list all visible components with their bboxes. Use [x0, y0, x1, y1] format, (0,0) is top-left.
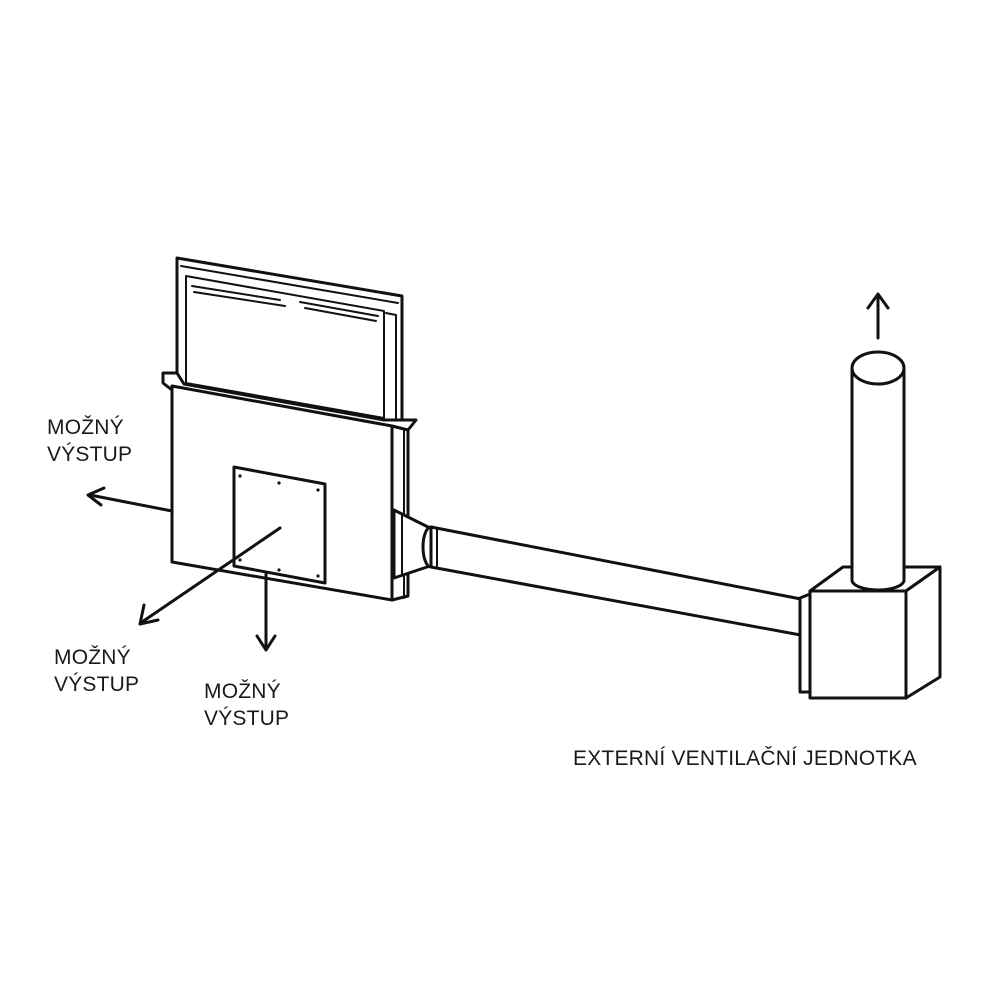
bottom-outlet-arrow — [255, 570, 277, 652]
bottom-left-outlet-label: MOŽNÝ VÝSTUP — [54, 644, 139, 698]
diagonal-outlet-arrow — [138, 526, 282, 626]
left-outlet-label-line1: MOŽNÝ — [47, 416, 124, 439]
chimney-pipe — [850, 350, 906, 592]
bottom-outlet-label: MOŽNÝ VÝSTUP — [204, 678, 289, 732]
left-outlet-label: MOŽNÝ VÝSTUP — [47, 414, 132, 468]
bottom-outlet-label-line1: MOŽNÝ — [204, 680, 281, 703]
worktop-flange — [161, 371, 418, 432]
left-outlet-label-line2: VÝSTUP — [47, 443, 133, 466]
bottom-left-outlet-label-line2: VÝSTUP — [54, 673, 140, 696]
left-outlet-arrow — [86, 486, 174, 513]
duct-pipe — [429, 525, 808, 638]
external-unit-label: EXTERNÍ VENTILAČNÍ JEDNOTKA — [573, 745, 917, 772]
external-unit-label-text: EXTERNÍ VENTILAČNÍ JEDNOTKA — [573, 747, 917, 770]
bottom-left-outlet-label-line1: MOŽNÝ — [54, 646, 131, 669]
bottom-outlet-label-line2: VÝSTUP — [204, 707, 290, 730]
front-panel — [232, 465, 327, 585]
exhaust-up-arrow — [866, 292, 890, 340]
